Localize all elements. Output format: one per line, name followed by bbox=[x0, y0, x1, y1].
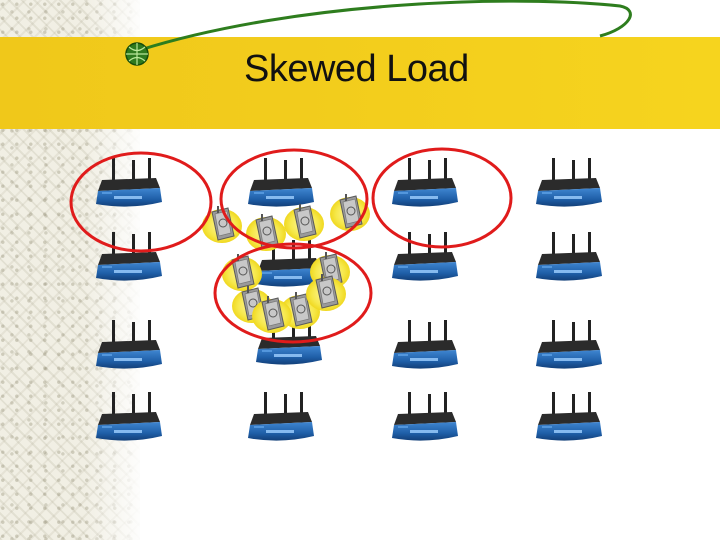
router-icon bbox=[392, 320, 458, 369]
router-icon bbox=[248, 158, 314, 207]
router-icon bbox=[536, 158, 602, 207]
router-icon bbox=[96, 158, 162, 207]
router-icon bbox=[392, 158, 458, 207]
router-icon bbox=[536, 320, 602, 369]
laptop-client-icon bbox=[283, 203, 325, 242]
router-icon bbox=[392, 392, 458, 441]
highlight-circle bbox=[219, 148, 369, 250]
router-icon bbox=[96, 320, 162, 369]
highlight-circle bbox=[213, 242, 373, 344]
router-icon bbox=[96, 392, 162, 441]
router-icon bbox=[96, 232, 162, 281]
laptop-client-icon bbox=[221, 253, 263, 292]
router-icon bbox=[248, 392, 314, 441]
highlight-circle bbox=[371, 147, 513, 249]
highlight-circles bbox=[69, 147, 513, 344]
title-band bbox=[0, 37, 720, 129]
router-icon bbox=[536, 392, 602, 441]
globe-bullet-icon bbox=[125, 42, 149, 66]
slide-title: Skewed Load bbox=[244, 48, 469, 90]
router-icon bbox=[536, 232, 602, 281]
decorative-swoosh bbox=[139, 0, 632, 52]
highlight-circle bbox=[69, 151, 213, 253]
